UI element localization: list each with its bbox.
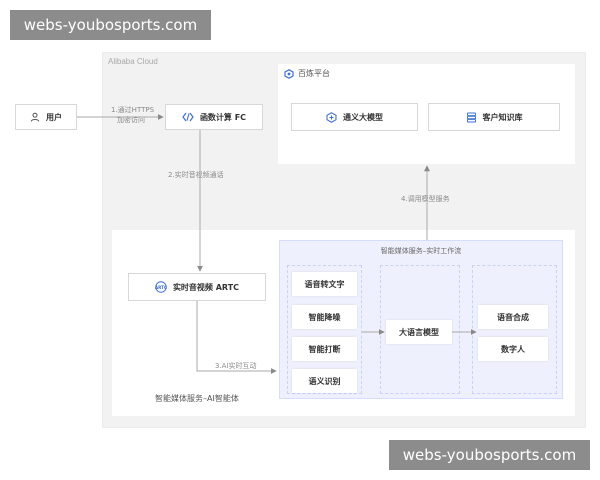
workflow-input-column xyxy=(287,265,362,394)
function-compute-icon xyxy=(182,112,194,122)
edge-label-https: 1.通过HTTPS 加密访问 xyxy=(111,105,154,125)
llm-label: 大语言模型 xyxy=(399,327,439,337)
edge-label-model-service: 4.调用模型服务 xyxy=(401,195,450,203)
workflow-item-tts[interactable]: 语音合成 xyxy=(478,305,548,329)
workflow-item-digital-human[interactable]: 数字人 xyxy=(478,337,548,361)
workflow-item-noise-reduction[interactable]: 智能降噪 xyxy=(292,305,357,329)
user-label: 用户 xyxy=(46,112,62,122)
edge-artc-to-workflow xyxy=(196,301,277,374)
artc-icon: ARTC xyxy=(155,281,167,293)
watermark-top: webs-youbosports.com xyxy=(10,10,211,40)
artc-node[interactable]: ARTC 实时音视频 ARTC xyxy=(128,273,266,301)
tongyi-icon xyxy=(326,111,337,123)
workflow-item-asr[interactable]: 语音转文字 xyxy=(292,272,357,296)
tongyi-model-label: 通义大模型 xyxy=(343,112,383,122)
knowledge-base-node[interactable]: 客户知识库 xyxy=(428,103,560,131)
workflow-item-semantic-recognition[interactable]: 语义识别 xyxy=(292,369,357,393)
function-compute-node[interactable]: 函数计算 FC xyxy=(165,104,263,130)
edge-label-line: 1.通过HTTPS xyxy=(111,106,155,114)
llm-node[interactable]: 大语言模型 xyxy=(386,320,452,344)
tongyi-model-node[interactable]: 通义大模型 xyxy=(291,103,418,131)
bailian-icon xyxy=(284,68,294,79)
media-service-label: 智能媒体服务–AI智能体 xyxy=(155,394,239,403)
workflow-item-label: 语音合成 xyxy=(497,312,529,322)
workflow-item-label: 智能打断 xyxy=(308,344,341,354)
alibaba-cloud-label: Alibaba Cloud xyxy=(108,57,158,66)
edge-label-ai-interaction: 3.AI实时互动 xyxy=(215,362,257,370)
workflow-title: 智能媒体服务–实时工作流 xyxy=(380,247,462,255)
user-node[interactable]: 用户 xyxy=(15,104,77,130)
edge-label-rtc-call: 2.实时音视频通话 xyxy=(168,171,224,179)
bailian-label: 百炼平台 xyxy=(298,69,330,78)
edge-label-line: 加密访问 xyxy=(117,116,145,124)
watermark-bottom: webs-youbosports.com xyxy=(389,440,590,470)
workflow-item-label: 语音转文字 xyxy=(304,279,345,289)
workflow-item-interruption[interactable]: 智能打断 xyxy=(292,337,357,361)
user-icon xyxy=(30,112,40,122)
workflow-item-label: 数字人 xyxy=(501,344,525,354)
function-compute-label: 函数计算 FC xyxy=(199,112,247,122)
svg-text:ARTC: ARTC xyxy=(155,285,167,290)
database-icon xyxy=(466,112,477,123)
knowledge-base-label: 客户知识库 xyxy=(482,112,523,122)
artc-label: 实时音视频 ARTC xyxy=(172,282,240,292)
workflow-item-label: 智能降噪 xyxy=(308,312,341,322)
workflow-item-label: 语义识别 xyxy=(308,376,341,386)
bailian-header: 百炼平台 xyxy=(284,68,330,79)
